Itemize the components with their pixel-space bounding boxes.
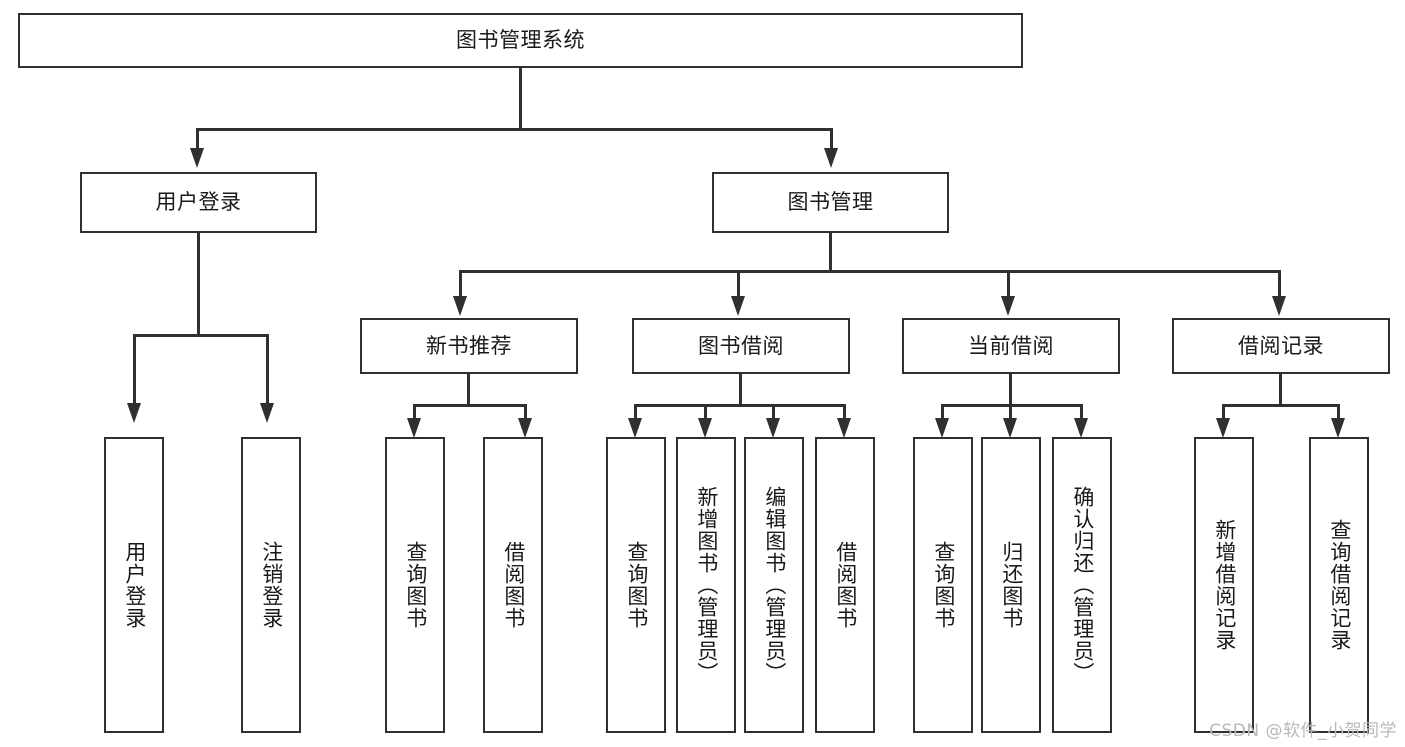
node-label: 图书管理 xyxy=(787,190,874,214)
node-current-borrow[interactable]: 当前借阅 xyxy=(902,318,1120,374)
connector-bm-drop-3 xyxy=(1007,270,1010,298)
node-root-book-management-system[interactable]: 图书管理系统 xyxy=(18,13,1023,68)
arrowhead-bb-leaf-1 xyxy=(628,418,642,438)
connector-root-bus xyxy=(196,128,833,131)
node-label: 查询图书 xyxy=(624,541,649,629)
arrowhead-bb-leaf-3 xyxy=(766,418,780,438)
node-label: 用户登录 xyxy=(155,190,242,214)
connector-root-stem xyxy=(519,68,522,130)
arrowhead-nb-leaf-2 xyxy=(518,418,532,438)
node-borrow-record[interactable]: 借阅记录 xyxy=(1172,318,1390,374)
arrowhead-book-borrow xyxy=(731,296,745,316)
node-label: 新增借阅记录 xyxy=(1212,519,1237,651)
node-label: 新增图书（管理员） xyxy=(694,486,719,684)
connector-cb-drop-1 xyxy=(941,404,944,420)
connector-user-login-drop-1 xyxy=(133,334,136,405)
leaf-user-login[interactable]: 用户登录 xyxy=(104,437,164,733)
node-label: 当前借阅 xyxy=(968,333,1054,358)
node-user-login[interactable]: 用户登录 xyxy=(80,172,317,233)
connector-br-drop-2 xyxy=(1337,404,1340,420)
connector-book-management-bus xyxy=(459,270,1281,273)
leaf-record-add-borrow-record[interactable]: 新增借阅记录 xyxy=(1194,437,1254,733)
arrowhead-book-management xyxy=(824,148,838,168)
leaf-current-return-book[interactable]: 归还图书 xyxy=(981,437,1041,733)
connector-user-login-stem xyxy=(197,233,200,336)
arrowhead-cb-leaf-1 xyxy=(935,418,949,438)
arrowhead-nb-leaf-1 xyxy=(407,418,421,438)
connector-nb-drop-2 xyxy=(524,404,527,420)
leaf-borrow-borrow-book[interactable]: 借阅图书 xyxy=(815,437,875,733)
node-label: 借阅记录 xyxy=(1238,333,1324,358)
connector-root-drop-right xyxy=(830,128,833,150)
leaf-borrow-edit-book-admin[interactable]: 编辑图书（管理员） xyxy=(744,437,804,733)
connector-bb-drop-1 xyxy=(634,404,637,420)
connector-br-drop-1 xyxy=(1222,404,1225,420)
connector-bm-drop-1 xyxy=(459,270,462,298)
arrowhead-leaf-user-login xyxy=(127,403,141,423)
leaf-logout[interactable]: 注销登录 xyxy=(241,437,301,733)
arrowhead-bb-leaf-4 xyxy=(837,418,851,438)
connector-new-book-bus xyxy=(413,404,527,407)
node-label: 借阅图书 xyxy=(501,541,526,629)
leaf-borrow-add-book-admin[interactable]: 新增图书（管理员） xyxy=(676,437,736,733)
node-label: 查询图书 xyxy=(931,541,956,629)
connector-current-borrow-stem xyxy=(1009,374,1012,406)
node-label: 新书推荐 xyxy=(426,333,512,358)
node-label: 编辑图书（管理员） xyxy=(762,486,787,684)
csdn-watermark: CSDN @软件_小贺同学 xyxy=(1209,721,1397,741)
arrowhead-borrow-record xyxy=(1272,296,1286,316)
leaf-current-query-book[interactable]: 查询图书 xyxy=(913,437,973,733)
arrowhead-br-leaf-2 xyxy=(1331,418,1345,438)
arrowhead-cb-leaf-3 xyxy=(1074,418,1088,438)
connector-book-management-stem xyxy=(829,233,832,273)
node-book-borrow[interactable]: 图书借阅 xyxy=(632,318,850,374)
arrowhead-new-book xyxy=(453,296,467,316)
connector-borrow-record-stem xyxy=(1279,374,1282,406)
arrowhead-br-leaf-1 xyxy=(1216,418,1230,438)
leaf-record-query-borrow-record[interactable]: 查询借阅记录 xyxy=(1309,437,1369,733)
leaf-borrow-query-book[interactable]: 查询图书 xyxy=(606,437,666,733)
node-label: 借阅图书 xyxy=(833,541,858,629)
connector-borrow-record-bus xyxy=(1222,404,1340,407)
connector-bb-drop-3 xyxy=(772,404,775,420)
arrowhead-bb-leaf-2 xyxy=(698,418,712,438)
connector-book-borrow-bus xyxy=(634,404,846,407)
connector-nb-drop-1 xyxy=(413,404,416,420)
connector-user-login-drop-2 xyxy=(266,334,269,405)
node-label: 确认归还（管理员） xyxy=(1070,486,1095,684)
node-label: 用户登录 xyxy=(122,541,147,629)
node-label: 查询图书 xyxy=(403,541,428,629)
connector-current-borrow-bus xyxy=(941,404,1083,407)
connector-new-book-stem xyxy=(467,374,470,406)
connector-bb-drop-2 xyxy=(704,404,707,420)
connector-bm-drop-2 xyxy=(737,270,740,298)
leaf-current-confirm-return-admin[interactable]: 确认归还（管理员） xyxy=(1052,437,1112,733)
node-label: 图书管理系统 xyxy=(456,28,585,52)
leaf-new-book-query-book[interactable]: 查询图书 xyxy=(385,437,445,733)
arrowhead-current-borrow xyxy=(1001,296,1015,316)
connector-user-login-bus xyxy=(133,334,269,337)
leaf-new-book-borrow-book[interactable]: 借阅图书 xyxy=(483,437,543,733)
node-book-management[interactable]: 图书管理 xyxy=(712,172,949,233)
arrowhead-leaf-logout xyxy=(260,403,274,423)
node-label: 查询借阅记录 xyxy=(1327,519,1352,651)
connector-root-drop-left xyxy=(196,128,199,150)
node-label: 图书借阅 xyxy=(698,333,784,358)
connector-cb-drop-2 xyxy=(1009,404,1012,420)
connector-bm-drop-4 xyxy=(1278,270,1281,298)
connector-cb-drop-3 xyxy=(1080,404,1083,420)
node-label: 注销登录 xyxy=(259,541,284,629)
connector-book-borrow-stem xyxy=(739,374,742,406)
node-label: 归还图书 xyxy=(999,541,1024,629)
connector-bb-drop-4 xyxy=(843,404,846,420)
arrowhead-cb-leaf-2 xyxy=(1003,418,1017,438)
arrowhead-user-login xyxy=(190,148,204,168)
node-new-book-recommend[interactable]: 新书推荐 xyxy=(360,318,578,374)
